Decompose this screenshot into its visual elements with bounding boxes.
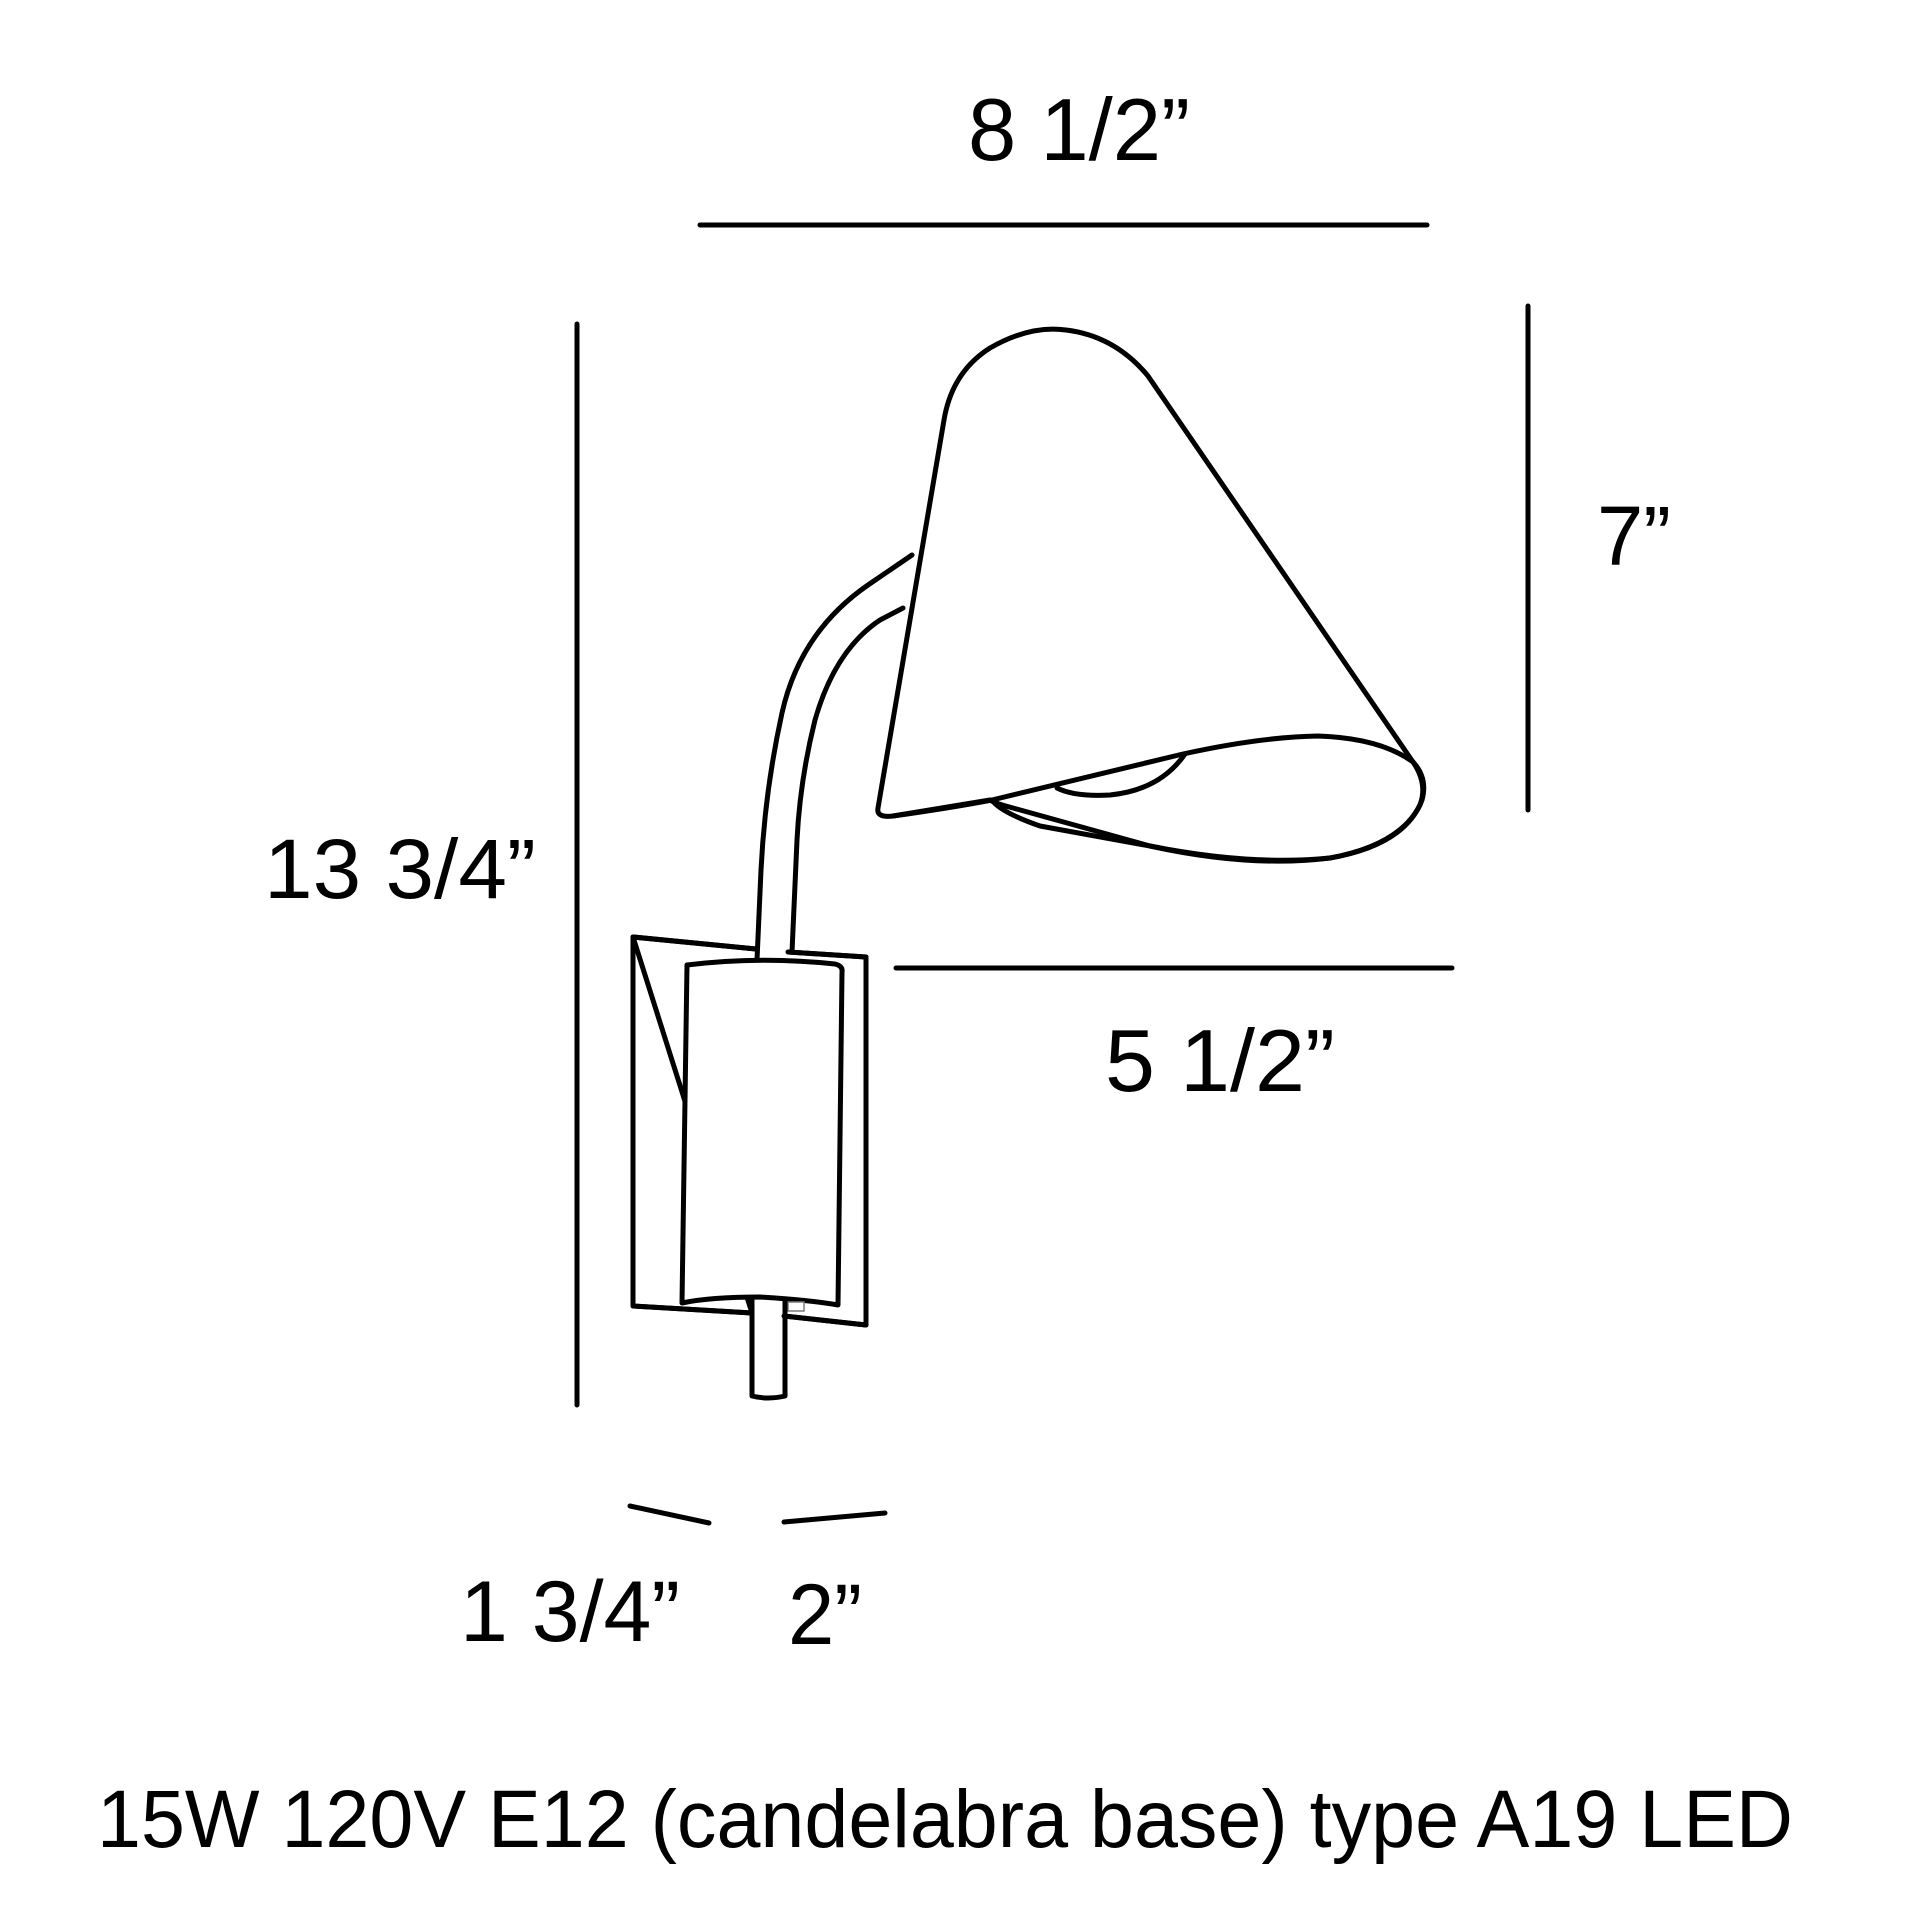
backplate-depth-label: 2” [788,1567,862,1663]
overall-height-label: 13 3/4” [264,822,536,916]
backplate-width-label: 1 3/4” [460,1564,680,1660]
backplate-width-leader-line [627,1503,712,1526]
overall-width-label: 8 1/2” [968,80,1190,179]
projection-label: 5 1/2” [1105,1011,1335,1110]
shade-rim-lower [989,759,1427,863]
bulb-spec-caption: 15W 120V E12 (candelabra base) type A19 … [97,1774,1793,1865]
backplate-depth-leader-line [781,1510,888,1525]
lamp-drawing [630,326,1427,1401]
arm-outer [754,552,915,963]
stem [749,1297,788,1401]
cylinder-body [679,957,845,1308]
shade-rim-front [890,733,1416,819]
switch-detail [787,1301,805,1312]
shade-height-label: 7” [1597,489,1671,583]
bulb [1054,751,1188,798]
arm-inner [789,605,906,955]
